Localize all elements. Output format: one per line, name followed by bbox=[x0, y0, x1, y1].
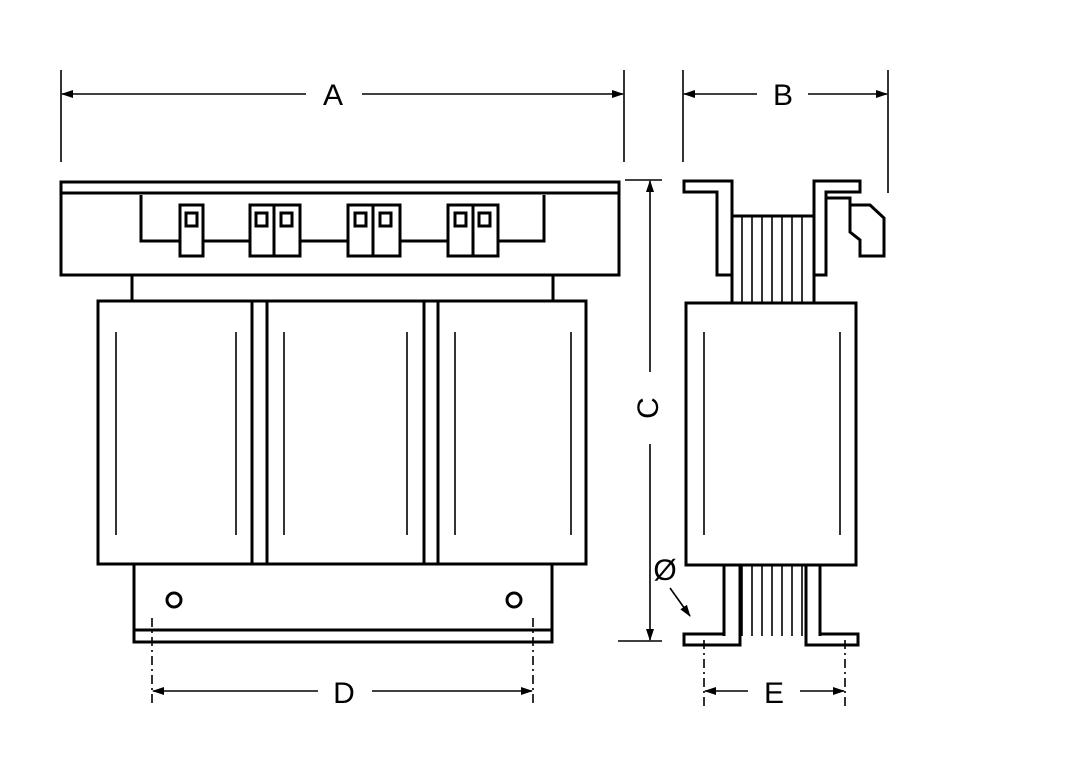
dimension-label-a: A bbox=[323, 79, 343, 112]
mounting-hole-left bbox=[165, 591, 183, 609]
dimension-label-c: C bbox=[632, 397, 665, 419]
dimension-label-b: B bbox=[773, 79, 793, 112]
dimension-d: D bbox=[151, 618, 534, 710]
dimension-c: C bbox=[618, 179, 665, 642]
hole-diameter-callout: Ø bbox=[653, 554, 691, 617]
coil-assembly bbox=[96, 299, 588, 566]
terminal-block-4 bbox=[446, 203, 500, 258]
lamination-stack-top bbox=[730, 214, 816, 303]
diameter-symbol: Ø bbox=[653, 554, 676, 587]
terminal-block-1 bbox=[178, 203, 205, 258]
mounting-hole-right bbox=[505, 591, 523, 609]
dimension-e: E bbox=[703, 640, 846, 710]
front-view bbox=[59, 180, 621, 644]
mounting-bracket bbox=[132, 562, 554, 644]
terminal-block-2 bbox=[248, 203, 302, 258]
terminal-strip bbox=[59, 180, 621, 277]
side-view bbox=[682, 179, 886, 647]
side-coil bbox=[684, 301, 858, 567]
dimension-label-d: D bbox=[333, 677, 355, 710]
dimension-b: B bbox=[682, 70, 889, 193]
terminal-block-3 bbox=[346, 203, 402, 258]
dimension-a: A bbox=[60, 70, 625, 162]
dimension-label-e: E bbox=[764, 677, 784, 710]
